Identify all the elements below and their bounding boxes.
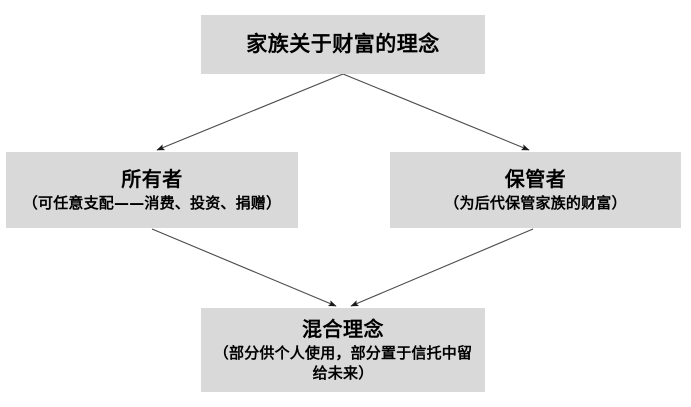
- node-hybrid[interactable]: 混合理念 （部分供个人使用，部分置于信托中留给未来）: [201, 308, 485, 392]
- node-steward[interactable]: 保管者 （为后代保管家族的财富）: [390, 152, 681, 228]
- connector-steward-to-hybrid: [350, 228, 534, 307]
- node-owner[interactable]: 所有者 （可任意支配——消费、投资、捐赠）: [6, 152, 298, 228]
- node-root-title: 家族关于财富的理念: [246, 32, 440, 57]
- connector-root-to-owner: [156, 73, 344, 151]
- node-steward-subtitle: （为后代保管家族的财富）: [444, 194, 627, 213]
- node-root-philosophy[interactable]: 家族关于财富的理念: [201, 15, 485, 74]
- node-owner-title: 所有者: [121, 166, 183, 191]
- connector-owner-to-hybrid: [151, 228, 337, 307]
- node-steward-title: 保管者: [504, 166, 567, 191]
- node-owner-subtitle: （可任意支配——消费、投资、捐赠）: [22, 194, 282, 213]
- node-hybrid-title: 混合理念: [302, 316, 384, 341]
- connector-root-to-steward: [342, 73, 530, 151]
- node-hybrid-subtitle: （部分供个人使用，部分置于信托中留给未来）: [213, 344, 473, 382]
